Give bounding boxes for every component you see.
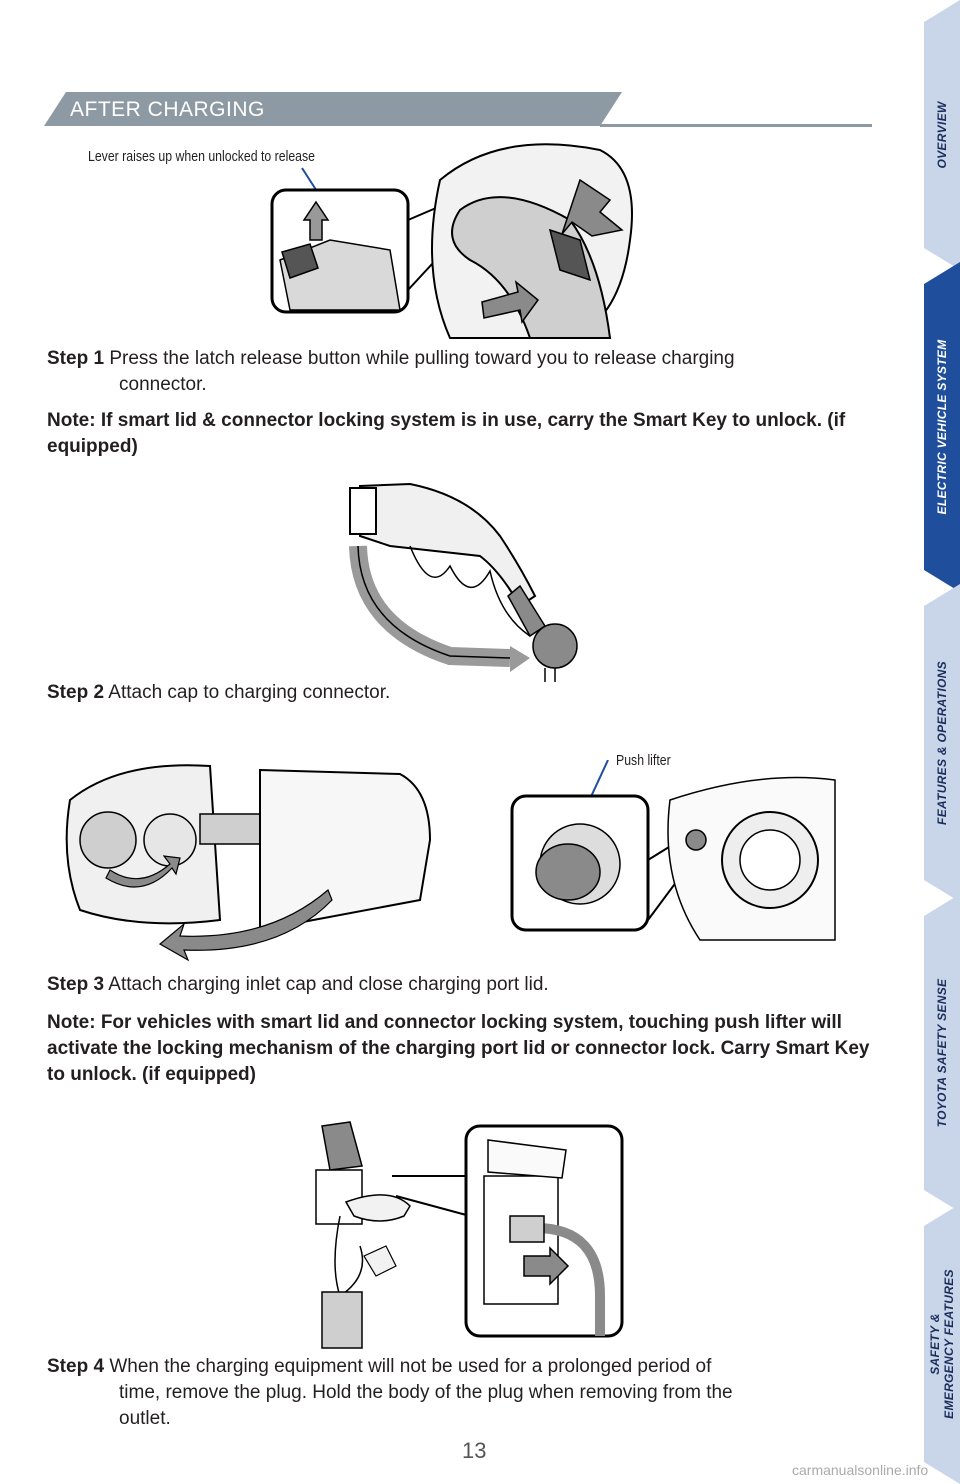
step-3-text: Attach charging inlet cap and close char…	[108, 974, 549, 995]
step-1-text-cont: connector.	[119, 374, 207, 395]
tab-electric-vehicle-system[interactable]: ELECTRIC VEHICLE SYSTEM	[924, 262, 960, 592]
step-3-label: Step 3	[47, 974, 105, 995]
step-2: Step 2 Attach cap to charging connector.	[47, 680, 867, 706]
step-2-text: Attach cap to charging connector.	[108, 682, 391, 703]
push-lifter-callout: Push lifter	[616, 752, 671, 769]
tab-safety-emergency-label-line1: SAFETY &	[928, 1313, 942, 1375]
note-1: Note: If smart lid & connector locking s…	[47, 410, 846, 457]
tab-features-operations-label: FEATURES & OPERATIONS	[935, 661, 949, 825]
header-rule	[600, 124, 872, 127]
section-title: AFTER CHARGING	[70, 98, 265, 121]
charging-port-lid-illustration	[65, 760, 836, 962]
side-navigation: OVERVIEW ELECTRIC VEHICLE SYSTEM FEATURE…	[916, 0, 960, 1484]
watermark: carmanualsonline.info	[792, 1462, 929, 1478]
step-4: Step 4 When the charging equipment will …	[47, 1354, 867, 1432]
lever-callout: Lever raises up when unlocked to release	[88, 148, 316, 165]
tab-features-operations[interactable]: FEATURES & OPERATIONS	[924, 584, 960, 902]
tab-overview-label: OVERVIEW	[935, 101, 949, 169]
tab-electric-vehicle-system-label: ELECTRIC VEHICLE SYSTEM	[935, 339, 949, 515]
step-4-text: When the charging equipment will not be …	[109, 1356, 712, 1377]
tab-toyota-safety-sense-label: TOYOTA SAFETY SENSE	[935, 978, 949, 1128]
tab-overview[interactable]: OVERVIEW	[924, 0, 960, 270]
step-3: Step 3 Attach charging inlet cap and clo…	[47, 972, 867, 998]
note-3: Note: For vehicles with smart lid and co…	[47, 1012, 870, 1085]
step-4-label: Step 4	[47, 1356, 105, 1377]
step-1: Step 1 Press the latch release button wh…	[47, 346, 867, 398]
step-4-text-cont-2: outlet.	[119, 1408, 171, 1429]
step-4-text-cont: time, remove the plug. Hold the body of …	[119, 1382, 733, 1403]
page-number: 13	[462, 1438, 487, 1463]
section-banner: AFTER CHARGING	[44, 92, 622, 126]
outlet-unplug-illustration	[315, 1121, 624, 1349]
step-1-label: Step 1	[47, 348, 105, 369]
tab-toyota-safety-sense[interactable]: TOYOTA SAFETY SENSE	[924, 894, 960, 1212]
step-2-label: Step 2	[47, 682, 105, 703]
tab-safety-emergency[interactable]: SAFETY & EMERGENCY FEATURES	[924, 1204, 960, 1484]
connector-release-illustration	[270, 143, 633, 339]
connector-cap-illustration	[349, 482, 578, 682]
tab-safety-emergency-label: SAFETY & EMERGENCY FEATURES	[928, 1269, 956, 1419]
tab-safety-emergency-label-line2: EMERGENCY FEATURES	[942, 1269, 956, 1419]
step-1-text: Press the latch release button while pul…	[109, 348, 735, 369]
